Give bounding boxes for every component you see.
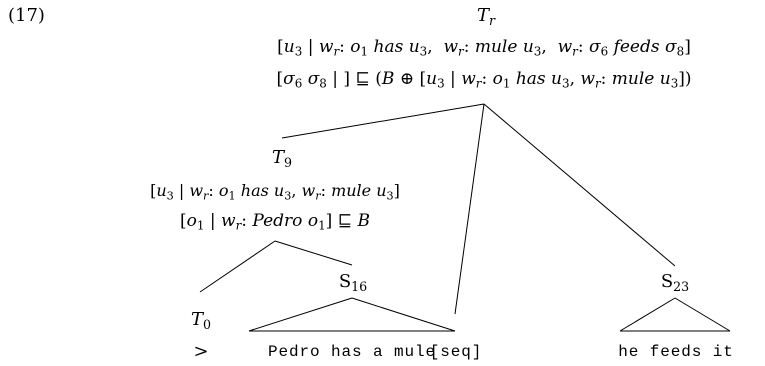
triangle-s16-right <box>351 297 456 332</box>
example-number: (17) <box>8 5 45 26</box>
triangle-s16-left <box>248 297 353 332</box>
start-symbol: > <box>193 341 209 362</box>
sentence-2-text: he feeds it <box>618 343 734 361</box>
root-drs-line1: [u3 | wr: o1 has u3, wr: mule u3, wr: σ6… <box>277 37 691 59</box>
edge-t9-to-t0 <box>199 240 276 293</box>
t9-drs-line2: [o1 | wr: Pedro o1] ⊑ B <box>180 211 370 233</box>
sentence-1-text: Pedro has a mule <box>267 343 437 361</box>
seq-marker: [seq] <box>429 343 483 361</box>
s16-node-label: S16 <box>338 271 368 294</box>
triangle-s23-right <box>674 297 731 332</box>
t0-node-label: T0 <box>190 309 212 332</box>
triangle-s23-left <box>619 297 676 332</box>
s23-node-label: S23 <box>660 271 690 294</box>
edge-root-to-t9 <box>281 103 485 139</box>
t9-drs-line1: [u3 | wr: o1 has u3, wr: mule u3] <box>150 181 400 203</box>
root-drs-line2: [σ6 σ8 | ] ⊑ (B ⊕ [u3 | wr: o1 has u3, w… <box>276 69 692 91</box>
edge-root-to-s23 <box>483 103 676 267</box>
root-node-label: Tr <box>476 5 496 28</box>
edge-root-to-seq <box>454 103 485 315</box>
edge-t9-to-s16 <box>274 240 353 266</box>
t9-node-label: T9 <box>271 147 293 170</box>
